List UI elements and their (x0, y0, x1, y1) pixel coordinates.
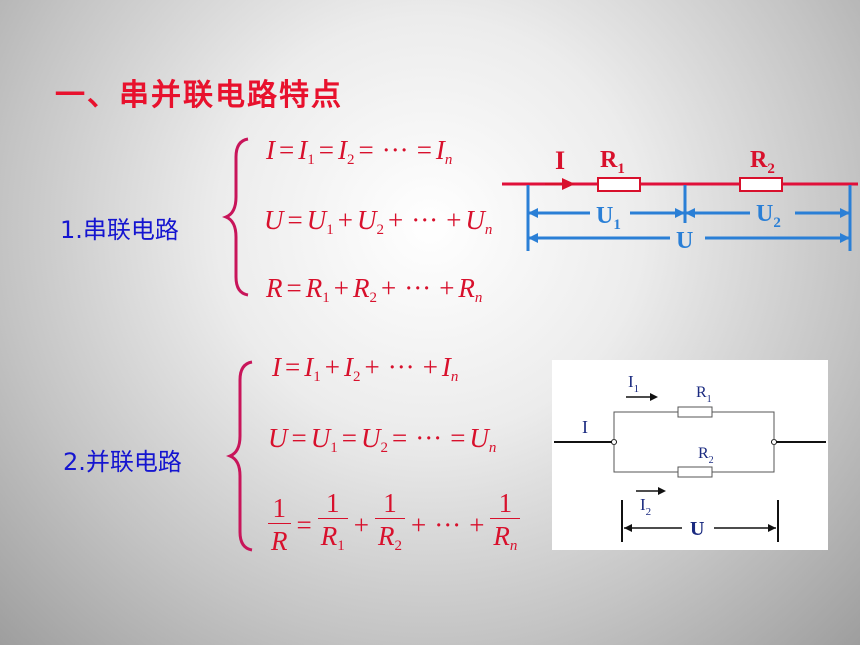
parallel-i2-label: I2 (640, 495, 651, 518)
series-u-label: U (676, 228, 693, 254)
junction-left (611, 439, 617, 445)
parallel-current-label: I (582, 417, 588, 437)
parallel-i1-label: I1 (628, 372, 639, 395)
parallel-current-formula: I=I1+I2+···+In (272, 352, 459, 385)
series-u1-label: U1 (596, 203, 621, 233)
resistor-r2 (739, 177, 783, 192)
parallel-r2-label: R2 (698, 445, 714, 466)
parallel-r1-label: R1 (696, 384, 712, 405)
series-circuit-label: 1.串联电路 (60, 216, 179, 244)
series-resistance-formula: R=R1+R2+···+Rn (266, 273, 483, 306)
i2-arrow-icon (658, 487, 666, 495)
series-r1-label: R1 (600, 147, 625, 177)
series-current-formula: I=I1=I2=···=In (266, 135, 453, 168)
series-brace (222, 137, 249, 297)
series-voltage-formula: U=U1+U2+···+Un (264, 205, 493, 238)
parallel-circuit-diagram: I I1 R1 R2 I2 U (552, 360, 828, 550)
series-current-label: I (555, 146, 565, 175)
parallel-circuit-label: 2.并联电路 (63, 448, 182, 476)
resistor-r2 (677, 466, 713, 478)
page-title: 一、串并联电路特点 (55, 78, 343, 113)
junction-right (771, 439, 777, 445)
series-r2-label: R2 (750, 147, 775, 177)
series-u2-label: U2 (756, 201, 781, 231)
series-circuit-diagram: I R1 R2 U1 U2 U (502, 146, 858, 254)
parallel-voltage-formula: U=U1=U2=···=Un (268, 423, 497, 456)
current-arrow-icon (562, 178, 575, 190)
parallel-brace (226, 360, 253, 552)
resistor-r1 (597, 177, 641, 192)
i1-arrow-icon (650, 393, 658, 401)
resistor-r1 (677, 406, 713, 418)
parallel-u-label: U (690, 518, 704, 540)
